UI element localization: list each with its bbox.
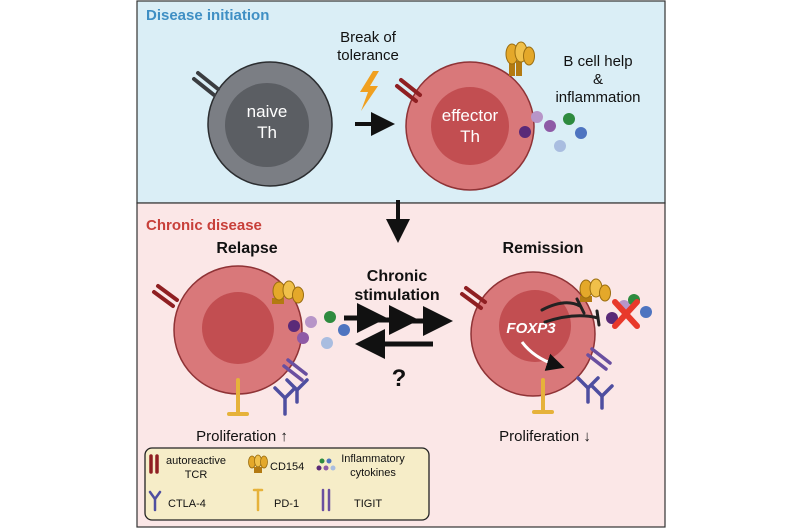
b-cell-help-line2: &	[593, 71, 603, 88]
stimulation-arrows	[344, 303, 453, 336]
legend-box	[144, 447, 430, 521]
legend-cytokines-line1: Inflammatory	[341, 453, 405, 465]
relapse-pd1-icon	[227, 378, 249, 416]
effector-label-line2: Th	[460, 127, 480, 146]
effector-th-cell	[405, 61, 535, 191]
legend-ctla4-icon	[148, 490, 162, 512]
naive-tcr-icon	[192, 71, 220, 97]
naive-th-cell	[207, 61, 333, 187]
legend-tcr-icon	[149, 454, 159, 474]
remission-title: Remission	[503, 240, 584, 257]
relapse-tcr-icon	[152, 284, 179, 308]
b-cell-help-line1: B cell help	[563, 53, 632, 70]
relapse-title: Relapse	[216, 240, 277, 257]
remission-tigit-icon	[586, 347, 612, 371]
proliferation-down-label: Proliferation ↓	[499, 428, 591, 445]
break-label-line2: tolerance	[337, 47, 399, 64]
remission-ctla4-icon	[576, 376, 614, 410]
red-x-icon	[612, 299, 640, 329]
remission-cd154-icon	[579, 278, 611, 302]
remission-pd1-icon	[532, 378, 554, 414]
legend-tigit-label: TIGIT	[354, 498, 382, 510]
effector-cd154-icon	[505, 41, 535, 76]
naive-label-line2: Th	[257, 123, 277, 142]
inhibition-arrows	[540, 297, 601, 327]
relapse-tigit-icon	[282, 358, 308, 382]
legend-ctla4-label: CTLA-4	[168, 498, 206, 510]
legend-cytokines-line2: cytokines	[350, 467, 396, 479]
relapse-cell	[173, 265, 303, 395]
legend-tigit-icon	[321, 488, 331, 512]
legend-pd1-icon	[252, 488, 264, 512]
relapse-cd154-icon	[272, 280, 304, 304]
stimulation-line2: stimulation	[354, 287, 439, 304]
relapse-cytokines-icon	[288, 311, 350, 349]
question-mark: ?	[392, 365, 407, 392]
legend-cytokines-icon	[316, 458, 336, 471]
effector-tcr-icon	[395, 78, 422, 103]
legend-tcr-line1: autoreactive	[166, 455, 226, 467]
break-label-line1: Break of	[340, 29, 397, 46]
stimulation-line1: Chronic	[367, 268, 428, 285]
legend-pd1-label: PD-1	[274, 498, 299, 510]
legend-tcr-line2: TCR	[185, 469, 208, 481]
lightning-icon	[360, 71, 379, 111]
chronic-title: Chronic disease	[146, 217, 262, 234]
legend-cd154-icon	[248, 454, 268, 473]
effector-cytokines-icon	[519, 111, 587, 152]
legend-cd154-label: CD154	[270, 461, 304, 473]
foxp3-label: FOXP3	[506, 320, 556, 337]
initiation-title: Disease initiation	[146, 7, 269, 24]
effector-label-line1: effector	[442, 106, 499, 125]
proliferation-up-label: Proliferation ↑	[196, 428, 288, 445]
naive-label-line1: naive	[247, 102, 288, 121]
white-curved-arrow	[520, 341, 565, 371]
remission-tcr-icon	[460, 286, 487, 310]
relapse-ctla4-icon	[273, 378, 309, 416]
b-cell-help-line3: inflammation	[555, 89, 640, 106]
